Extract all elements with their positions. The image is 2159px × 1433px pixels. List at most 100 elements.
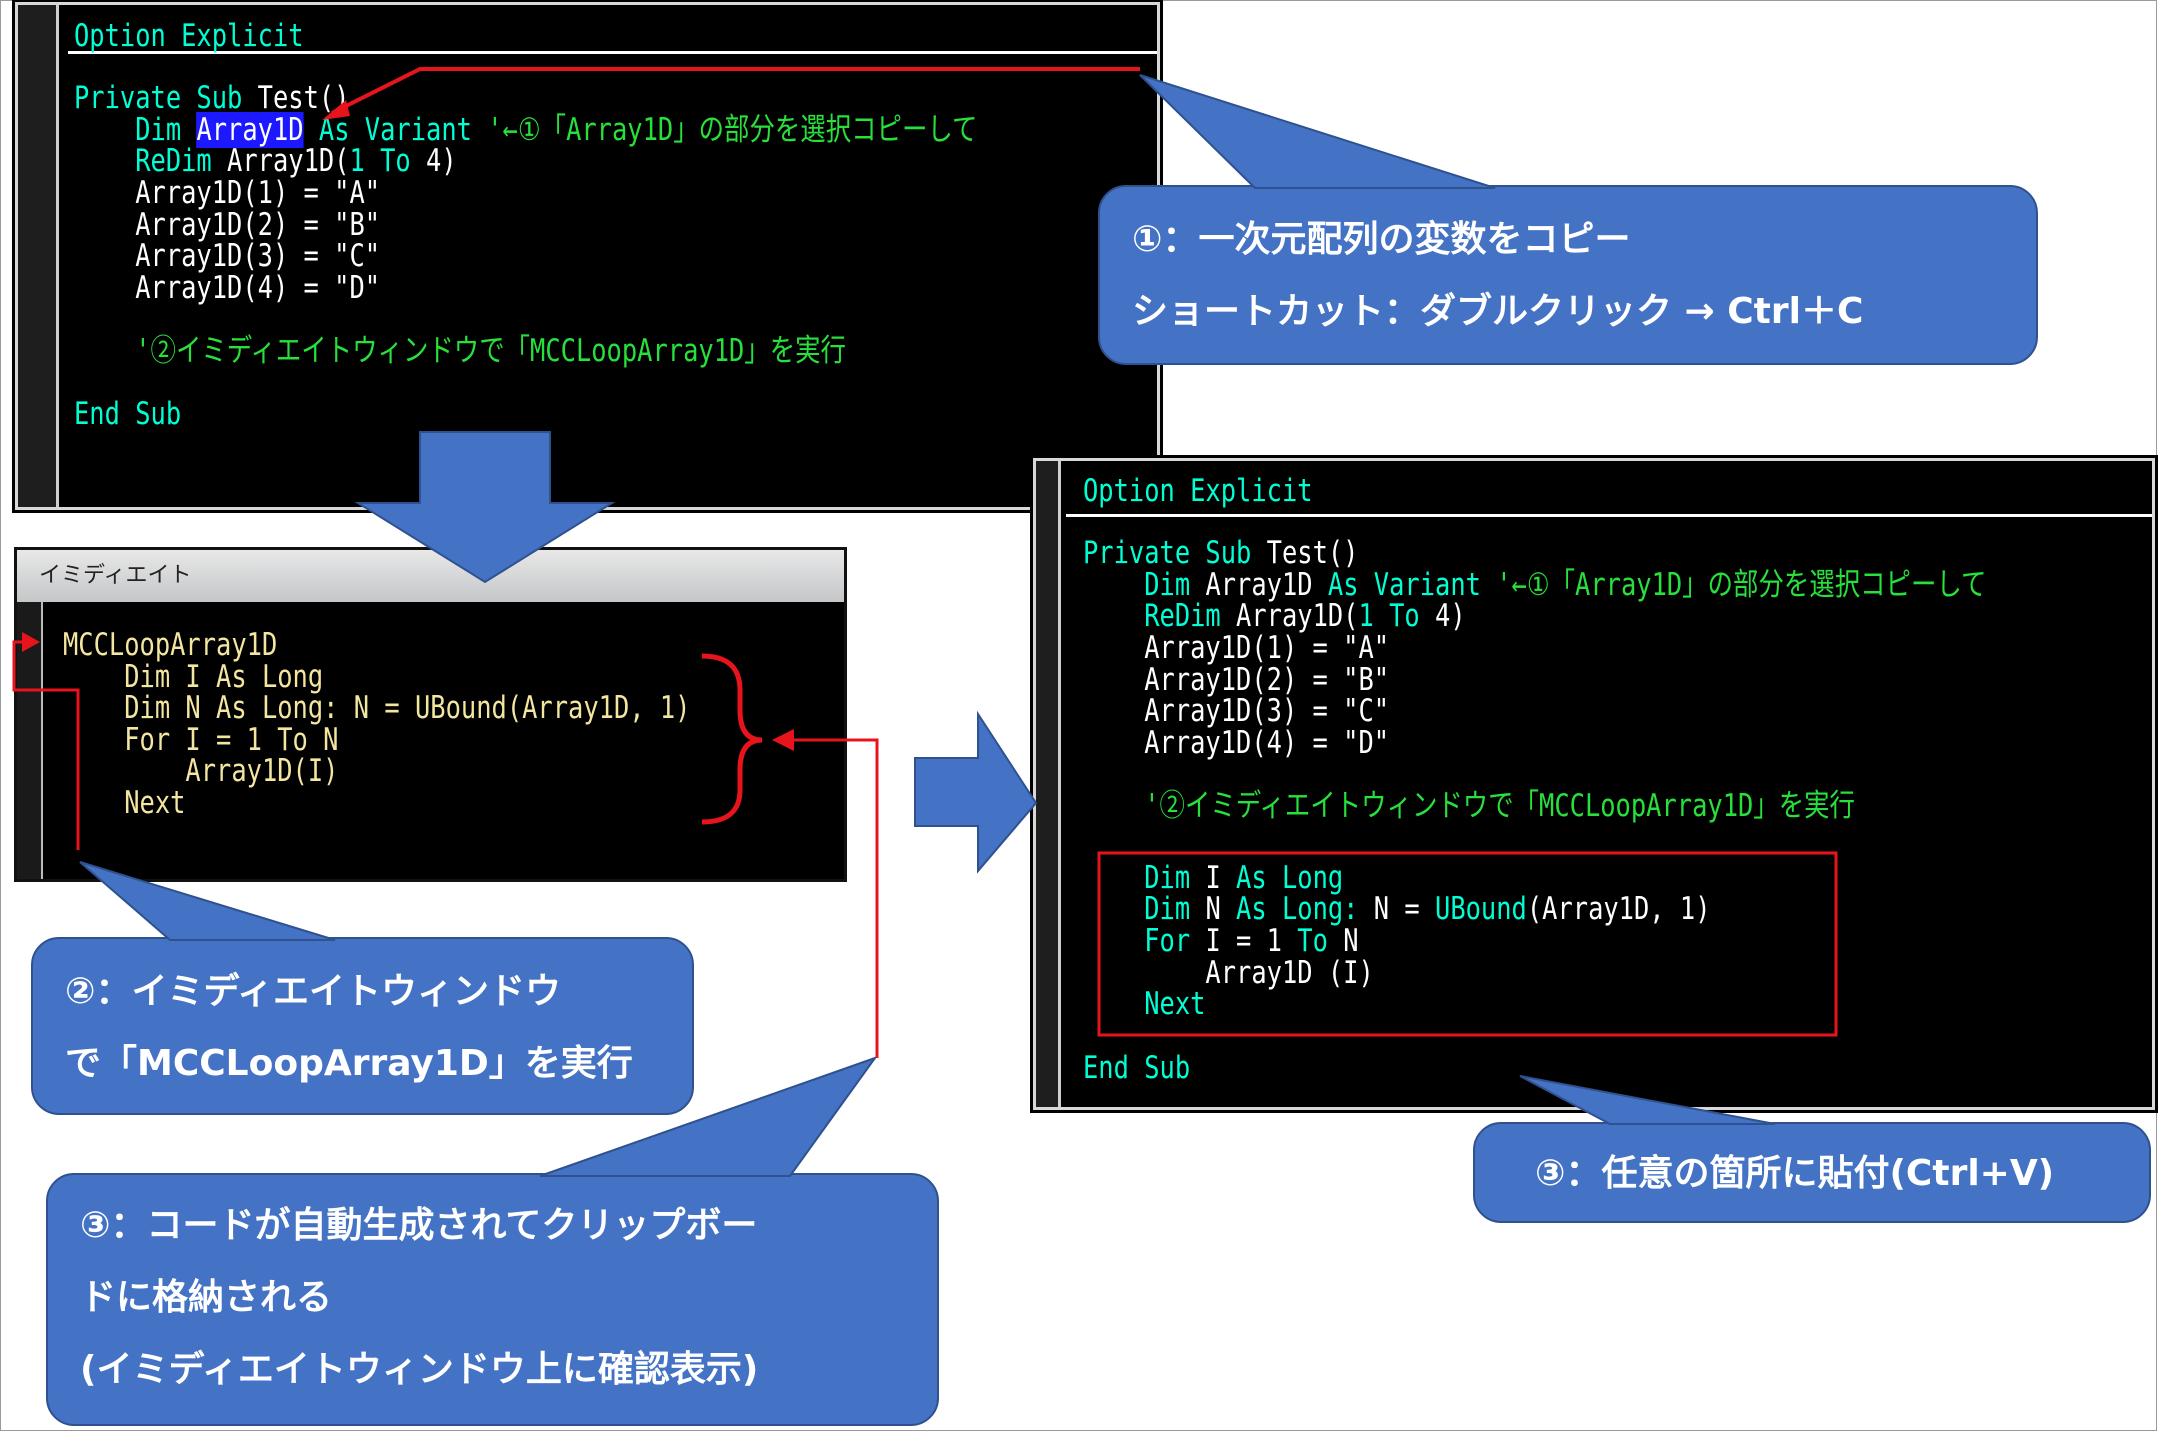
code-token: Array1D(1) = "A" bbox=[74, 175, 381, 211]
code-token: ReDim bbox=[1083, 598, 1221, 634]
code-token: Array1D(2) = "B" bbox=[74, 207, 381, 243]
code-token: Array1D( bbox=[1220, 598, 1359, 634]
code-token: As Long bbox=[1236, 860, 1344, 896]
code-token: Dim bbox=[1083, 567, 1191, 603]
immediate-code-area[interactable]: MCCLoopArray1D Dim I As Long Dim N As Lo… bbox=[17, 550, 844, 879]
code-line[interactable]: Array1D(2) = "B" bbox=[74, 210, 380, 241]
callout-copy-variable: ①：一次元配列の変数をコピー ショートカット：ダブルクリック → Ctrl＋C bbox=[1098, 185, 2038, 365]
code-line[interactable]: '②イミディエイトウィンドウで「MCCLoopArray1D」を実行 bbox=[1083, 791, 1855, 822]
callout-text-line: で「MCCLoopArray1D」を実行 bbox=[65, 1043, 633, 1084]
code-token: N bbox=[1190, 891, 1237, 927]
immediate-line[interactable]: Dim N As Long: N = UBound(Array1D, 1) bbox=[63, 690, 691, 726]
immediate-window[interactable]: イミディエイト MCCLoopArray1D Dim I As Long Dim… bbox=[14, 547, 847, 882]
code-line[interactable]: Private Sub Test() bbox=[1083, 538, 1358, 569]
code-line[interactable]: Next bbox=[1083, 989, 1205, 1020]
code-line[interactable]: '②イミディエイトウィンドウで「MCCLoopArray1D」を実行 bbox=[74, 336, 846, 367]
red-arrow-line bbox=[331, 67, 1140, 115]
code-line[interactable]: Array1D(3) = "C" bbox=[74, 241, 380, 272]
code-token: Option Explicit bbox=[74, 18, 304, 54]
code-line[interactable]: For I = 1 To N bbox=[1083, 926, 1358, 957]
declaration-separator bbox=[68, 51, 1157, 54]
code-line[interactable]: Option Explicit bbox=[74, 21, 304, 52]
code-token: 4) bbox=[1419, 598, 1466, 634]
code-line[interactable]: Private Sub Test() bbox=[74, 83, 349, 114]
code-token: '←①「Array1D」の部分を選択コピーして bbox=[1480, 567, 1987, 603]
code-token: End Sub bbox=[1083, 1050, 1191, 1086]
immediate-line[interactable]: Dim I As Long bbox=[63, 659, 324, 695]
red-connector-line bbox=[790, 738, 879, 1058]
code-line[interactable]: Option Explicit bbox=[1083, 476, 1313, 507]
code-line[interactable]: Array1D(2) = "B" bbox=[1083, 665, 1389, 696]
callout-text-line: (イミディエイトウィンドウ上に確認表示) bbox=[80, 1349, 759, 1390]
code-line[interactable]: Array1D (I) bbox=[1083, 958, 1373, 989]
code-token: Test() bbox=[242, 80, 350, 116]
code-token: End Sub bbox=[74, 396, 182, 432]
red-connector-line bbox=[12, 640, 80, 850]
code-token: Array1D(3) = "C" bbox=[1083, 693, 1390, 729]
code-line[interactable]: Dim Array1D As Variant '←①「Array1D」の部分を選… bbox=[1083, 570, 1986, 601]
code-token: Array1D bbox=[196, 112, 304, 148]
code-line[interactable]: End Sub bbox=[1083, 1053, 1190, 1084]
declaration-separator bbox=[1066, 514, 2152, 517]
immediate-window-title: イミディエイト bbox=[17, 550, 844, 602]
immediate-line[interactable]: For I = 1 To N bbox=[63, 722, 339, 758]
right-arrow-icon bbox=[914, 710, 1038, 874]
callout-text-line: ショートカット：ダブルクリック → Ctrl＋C bbox=[1132, 291, 1864, 332]
code-token: I = 1 bbox=[1190, 923, 1298, 959]
code-line[interactable]: Array1D(4) = "D" bbox=[1083, 728, 1389, 759]
code-line[interactable]: Array1D(3) = "C" bbox=[1083, 696, 1389, 727]
code-token: Test() bbox=[1251, 535, 1359, 571]
callout-tail-4 bbox=[1519, 1075, 1776, 1125]
code-token: Private Sub bbox=[1083, 535, 1252, 571]
immediate-line[interactable]: MCCLoopArray1D bbox=[63, 627, 278, 663]
pasted-code-highlight bbox=[1097, 851, 1838, 1037]
code-token: N bbox=[1327, 923, 1359, 959]
editor-gutter bbox=[18, 5, 59, 507]
code-token: Array1D bbox=[1190, 567, 1328, 603]
immediate-gutter bbox=[17, 602, 43, 879]
code-token: Option Explicit bbox=[1083, 473, 1313, 509]
code-line[interactable]: Array1D(1) = "A" bbox=[74, 178, 380, 209]
code-line[interactable]: Dim N As Long: N = UBound(Array1D, 1) bbox=[1083, 891, 1710, 927]
code-token: Private Sub bbox=[74, 80, 243, 116]
code-token: As Variant bbox=[1327, 567, 1481, 603]
code-token: 4) bbox=[410, 143, 457, 179]
immediate-line[interactable]: Next bbox=[63, 785, 186, 821]
code-token: Array1D(3) = "C" bbox=[74, 238, 381, 274]
code-token: For bbox=[1083, 923, 1191, 959]
callout-text-line: ドに格納される bbox=[80, 1277, 333, 1318]
callout-text-line: ③：コードが自動生成されてクリップボー bbox=[80, 1205, 758, 1246]
code-token: Dim bbox=[74, 112, 182, 148]
code-token: Array1D(4) = "D" bbox=[74, 270, 381, 306]
code-line[interactable]: Dim Array1D As Variant '←①「Array1D」の部分を選… bbox=[74, 112, 978, 148]
code-token: Array1D(2) = "B" bbox=[1083, 662, 1390, 698]
immediate-line[interactable]: Array1D(I) bbox=[63, 753, 339, 789]
code-line[interactable]: Dim I As Long bbox=[1083, 863, 1343, 894]
code-line[interactable]: Array1D(1) = "A" bbox=[1083, 633, 1389, 664]
code-token: Array1D(1) = "A" bbox=[1083, 630, 1390, 666]
code-line[interactable]: ReDim Array1D(1 To 4) bbox=[1083, 598, 1466, 634]
callout-tail-3 bbox=[539, 1055, 878, 1177]
code-token: As Long: bbox=[1236, 891, 1359, 927]
code-token: ReDim bbox=[74, 143, 212, 179]
code-line[interactable]: End Sub bbox=[74, 399, 181, 430]
code-token: To bbox=[1297, 923, 1328, 959]
callout-text-line: ②：イミディエイトウィンドウ bbox=[65, 971, 561, 1012]
callout-text-line: ③：任意の箇所に貼付(Ctrl+V) bbox=[1535, 1153, 2055, 1194]
code-token: Dim bbox=[1083, 891, 1191, 927]
callout-paste: ③：任意の箇所に貼付(Ctrl+V) bbox=[1473, 1122, 2151, 1223]
code-token: UBound bbox=[1435, 891, 1527, 927]
code-token: '←①「Array1D」の部分を選択コピーして bbox=[471, 112, 978, 148]
code-line[interactable]: ReDim Array1D(1 To 4) bbox=[74, 143, 457, 179]
code-line[interactable]: Array1D(4) = "D" bbox=[74, 273, 380, 304]
code-token: 1 To bbox=[1358, 598, 1420, 634]
callout-tail-1 bbox=[1139, 74, 1496, 189]
red-arrowhead-icon bbox=[322, 100, 350, 120]
code-token: Next bbox=[1083, 986, 1206, 1022]
code-token: Dim bbox=[1083, 860, 1191, 896]
